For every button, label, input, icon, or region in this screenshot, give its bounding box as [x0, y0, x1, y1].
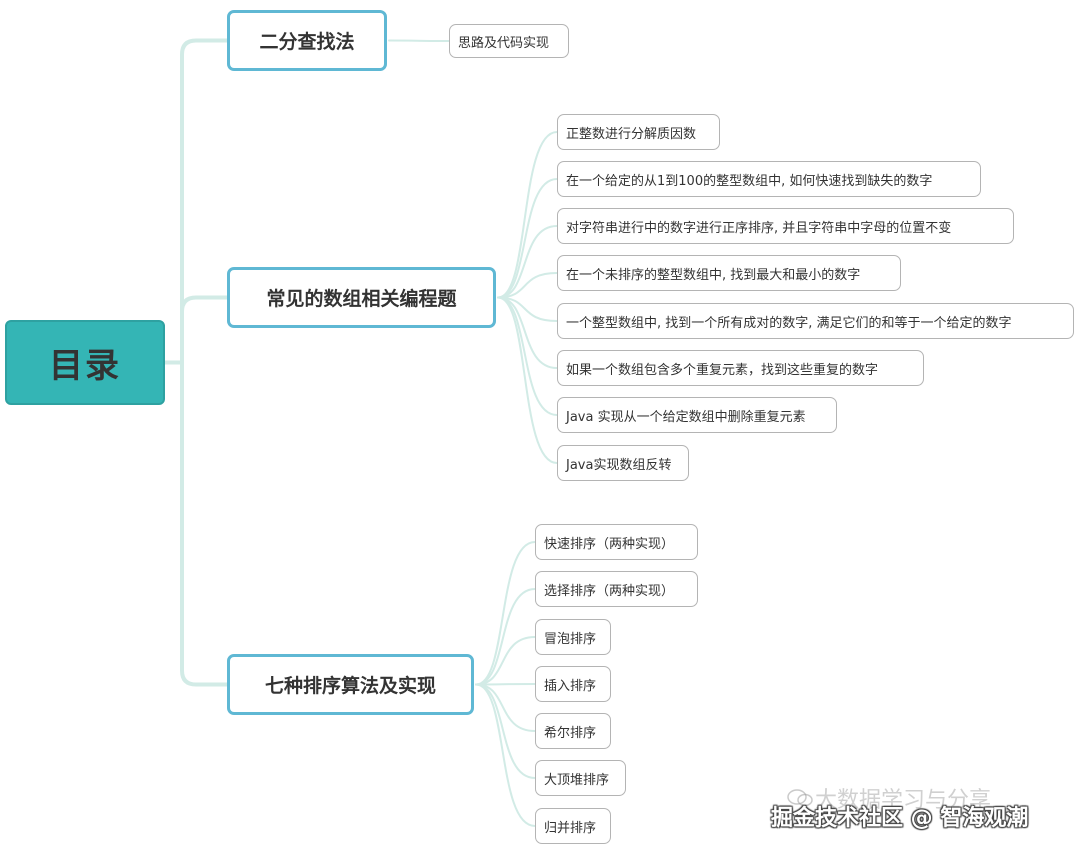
leaf-sort-digits-in-string: 对字符串进行中的数字进行正序排序, 并且字符串中字母的位置不变	[557, 208, 1014, 244]
branch-label: 常见的数组相关编程题	[266, 288, 457, 310]
leaf-connector-1-7	[497, 296, 558, 464]
watermark-text: 掘金技术社区 @ 智海观潮	[771, 806, 1029, 831]
root-node: 目录	[5, 320, 165, 405]
leaf-remove-duplicates: Java 实现从一个给定数组中删除重复元素	[557, 397, 837, 433]
leaf-shell-sort: 希尔排序	[535, 713, 611, 749]
leaf-heap-sort: 大顶堆排序	[535, 760, 626, 796]
branch-connector-0	[180, 38, 229, 365]
root-label: 目录	[49, 346, 121, 386]
leaf-connector-2-3	[475, 683, 536, 686]
leaf-reverse-array: Java实现数组反转	[557, 445, 689, 481]
branch-connector-2	[180, 360, 229, 687]
leaf-connector-2-0	[475, 541, 536, 686]
leaf-bubble-sort: 冒泡排序	[535, 619, 611, 655]
leaf-quick-sort: 快速排序（两种实现）	[535, 524, 698, 560]
leaf-connector-1-1	[497, 178, 558, 299]
leaf-find-duplicates: 如果一个数组包含多个重复元素，找到这些重复的数字	[557, 350, 924, 386]
leaf-find-pairs-sum: 一个整型数组中, 找到一个所有成对的数字, 满足它们的和等于一个给定的数字	[557, 303, 1074, 339]
leaf-connector-2-1	[475, 588, 536, 686]
leaf-connector-1-3	[497, 272, 558, 299]
branch-binary-search: 二分查找法	[227, 10, 387, 71]
branch-label: 二分查找法	[259, 31, 355, 53]
leaf-prime-factorization: 正整数进行分解质因数	[557, 114, 720, 150]
leaf-connector-1-0	[497, 131, 558, 299]
branch-label: 七种排序算法及实现	[264, 675, 436, 697]
branch-sorting: 七种排序算法及实现	[227, 654, 474, 715]
leaf-connector-0-0	[388, 39, 450, 42]
leaf-find-max-min: 在一个未排序的整型数组中, 找到最大和最小的数字	[557, 255, 901, 291]
faded-watermark: 大数据学习与分享	[815, 788, 992, 813]
branch-array-problems: 常见的数组相关编程题	[227, 267, 496, 328]
wechat-icon	[787, 789, 813, 807]
leaf-binary-search-impl: 思路及代码实现	[449, 24, 569, 58]
leaf-connector-2-6	[475, 683, 536, 827]
leaf-connector-1-4	[497, 296, 558, 322]
leaf-connector-1-2	[497, 225, 558, 299]
leaf-find-missing-number: 在一个给定的从1到100的整型数组中, 如何快速找到缺失的数字	[557, 161, 981, 197]
leaf-selection-sort: 选择排序（两种实现）	[535, 571, 698, 607]
leaf-insertion-sort: 插入排序	[535, 666, 611, 702]
branch-connector-1	[180, 295, 229, 365]
leaf-connector-1-5	[497, 296, 558, 369]
leaf-connector-2-4	[475, 683, 536, 732]
leaf-connector-2-2	[475, 636, 536, 686]
leaf-merge-sort: 归并排序	[535, 808, 611, 844]
